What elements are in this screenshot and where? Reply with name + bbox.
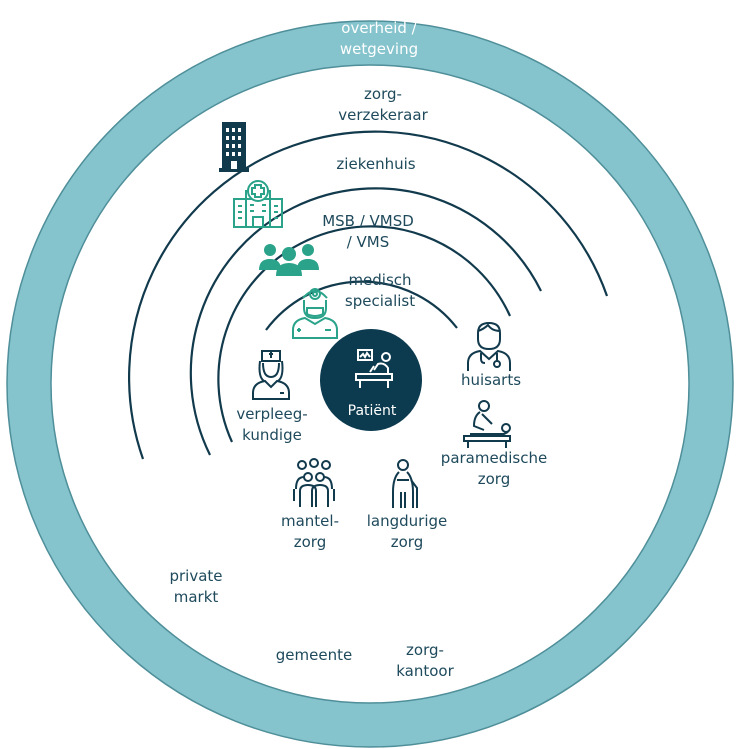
hospital-icon [233,180,283,228]
label-nurse-text: verpleeg- kundige [236,405,308,444]
group-icon [259,244,319,276]
label-paramedical: paramedische zorg [441,448,547,490]
arc-specialist [265,280,458,331]
doctor-stethoscope-icon [467,321,511,371]
outer-ring-outer-edge [6,20,734,748]
label-private-market: private markt [169,566,222,608]
arc-insurer [128,130,609,460]
label-gp: huisarts [461,370,521,391]
label-informal-care-text: mantel- zorg [280,512,340,551]
label-private-market-text: private markt [169,567,223,606]
label-government: overheid / wetgeving [340,18,418,60]
label-specialist-text: medisch specialist [344,271,416,310]
label-care-office: zorg- kantoor [396,640,454,682]
label-msb: MSB / VMSD / VMS [322,211,414,253]
office-building-icon [219,122,249,172]
arc-msb [217,225,512,443]
label-municipality: gemeente [276,645,352,666]
outer-ring-inner-edge [50,64,690,704]
elderly-person-icon [392,459,418,508]
physiotherapy-icon [463,400,511,448]
label-government-text: overheid / wetgeving [339,19,419,58]
nurse-icon [252,350,290,400]
label-patient-text: Patiënt [347,403,397,419]
label-long-term-care-text: langdurige zorg [366,512,448,551]
label-care-office-text: zorg- kantoor [396,641,454,680]
label-insurer: zorg- verzekeraar [338,84,427,126]
label-insurer-text: zorg- verzekeraar [338,85,428,124]
patient-bed-monitor-icon [355,349,393,388]
outer-ring [7,21,733,747]
label-specialist: medisch specialist [345,270,415,312]
label-nurse: verpleeg- kundige [236,404,307,446]
label-informal-care: mantel- zorg [281,511,339,553]
label-long-term-care: langdurige zorg [367,511,448,553]
arc-hospital [189,187,542,456]
label-hospital-text: ziekenhuis [336,155,416,173]
doctor-headlamp-icon [292,288,338,339]
label-msb-text: MSB / VMSD / VMS [322,212,414,251]
family-icon [293,458,335,507]
label-paramedical-text: paramedische zorg [440,449,548,488]
label-patient: Patiënt [348,401,397,422]
label-municipality-text: gemeente [275,646,353,664]
label-hospital: ziekenhuis [336,154,415,175]
label-gp-text: huisarts [460,371,522,389]
